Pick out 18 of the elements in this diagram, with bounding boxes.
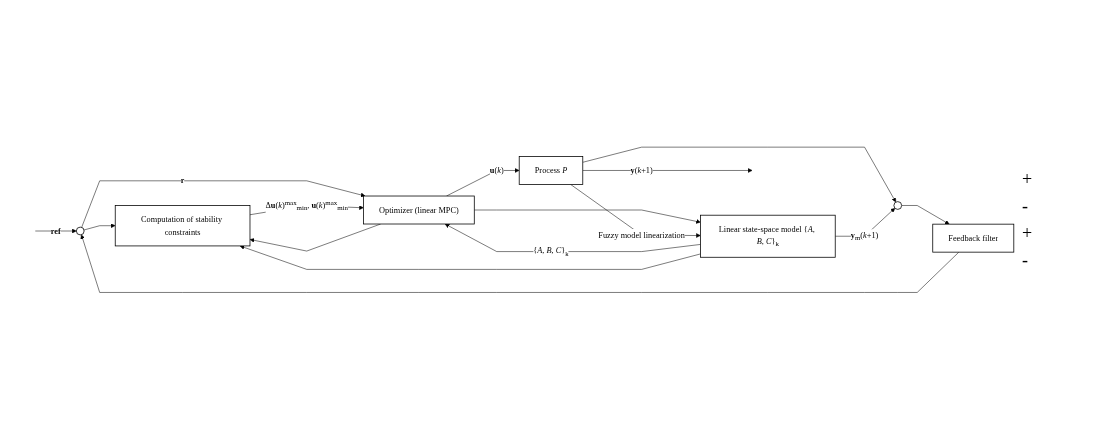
edge-label: Fuzzy model linearization (598, 230, 685, 239)
node-box: Process P (518, 155, 584, 185)
node-box: Computation of stability constraints (114, 204, 251, 246)
node-box: Linear state-space model {A, B, C}$_{k}$ (700, 214, 836, 258)
edge-label: y$_{m}$(k+1) (850, 230, 879, 242)
edge-label: {A, B, C}$_{k}$ (533, 245, 569, 257)
node-box: Optimizer (linear MPC) (363, 195, 475, 225)
node-circle (75, 226, 85, 235)
sign-label: - (1022, 249, 1029, 271)
sign-label: - (1022, 195, 1029, 217)
node-box: Feedback filter (932, 223, 1015, 253)
edge-label: y(k+1) (630, 165, 653, 175)
edge-label: u(k) (489, 165, 504, 175)
node-circle (893, 200, 903, 210)
edge-label: r (180, 175, 185, 185)
edge-label: ref (50, 226, 61, 235)
sign-label: + (1022, 222, 1034, 244)
sign-label: + (1022, 168, 1034, 190)
